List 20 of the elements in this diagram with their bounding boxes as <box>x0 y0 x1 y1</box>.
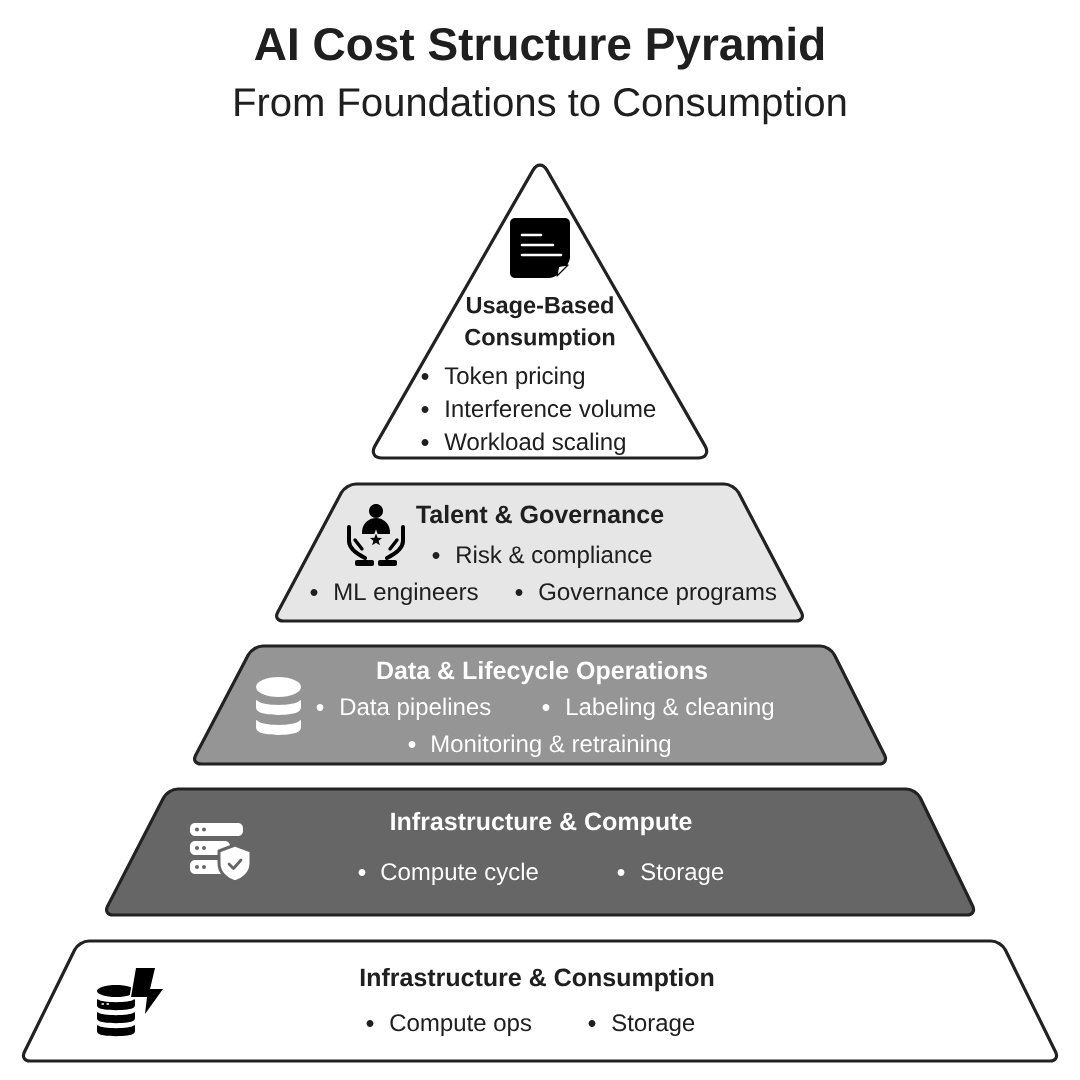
bullet-item: Storage <box>612 1014 695 1036</box>
bullet-item: Token pricing <box>444 366 584 389</box>
bullet-item: Data pipelines <box>341 697 491 720</box>
bullet-item: Labeling & cleaning <box>567 697 774 720</box>
bullet-item: Compute ops <box>390 1014 532 1036</box>
title: AI Cost Structure Pyramid <box>254 26 824 70</box>
tier-heading: Data & Lifecycle Operations <box>377 660 707 685</box>
bullet-item: Workload scaling <box>444 432 625 455</box>
bullet-item: ML engineers <box>335 582 478 605</box>
bullet-item: Compute cycle <box>381 862 538 885</box>
bullet-item: Storage <box>641 863 724 885</box>
bullet-item: Governance programs <box>539 583 777 605</box>
bullet-item: Risk & compliance <box>457 545 652 568</box>
subtitle: From Foundations to Consumption <box>235 87 846 125</box>
bullet-item: Monitoring & retraining <box>432 734 671 757</box>
tier-heading: Talent & Governance <box>416 504 664 524</box>
tier-heading: Infrastructure & Consumption <box>360 967 714 992</box>
tier-heading: Usage-Based Consumption <box>465 296 615 351</box>
bullet-item: Interference volume <box>446 399 656 418</box>
tier-heading: Infrastructure & Compute <box>391 811 692 836</box>
